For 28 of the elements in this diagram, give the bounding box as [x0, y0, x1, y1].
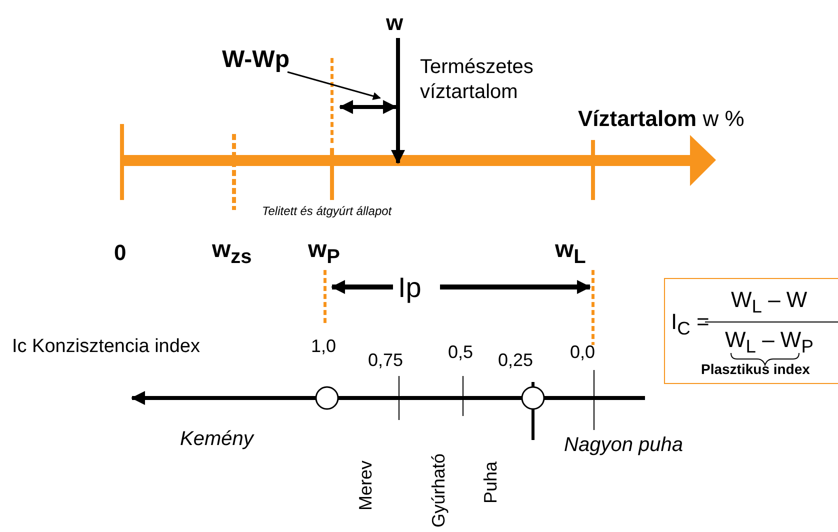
limit-label: w$_{L}$ [555, 236, 586, 269]
dimension-label: Ip [398, 272, 422, 304]
formula-denominator: W$_{L}$ – W$_{P}$ [725, 327, 814, 358]
axis-title: Ic Konzisztencia index [12, 336, 200, 358]
axis-value: 0 [114, 240, 126, 266]
tick-label: 0,0 [570, 342, 596, 363]
state-label: Merev [356, 460, 376, 510]
water-content-label: w [386, 10, 404, 36]
tick-label: 0,5 [448, 342, 474, 363]
tick-label: 0,25 [498, 350, 534, 371]
measure-label: W-Wp [222, 46, 290, 74]
axis-annotation: Természetes víztartalom [420, 55, 534, 105]
axis-title: Víztartalom w % [578, 106, 744, 132]
state-label: Gyúrható [428, 453, 450, 528]
formula-numerator: W$_{L}$ – W [731, 287, 808, 318]
tick-label: 0,75 [368, 350, 404, 371]
formula-box [664, 278, 838, 384]
limit-label: w$_{P}$ [308, 236, 340, 269]
state-label: Puha [480, 461, 502, 504]
formula-caption: Plasztikus index [701, 361, 810, 377]
state-label: Kemény [180, 428, 254, 451]
arrow [391, 38, 405, 164]
leader-line [287, 71, 381, 100]
tick-label: 1,0 [311, 336, 336, 357]
formula-symbol: I$_{C}$ = [671, 309, 710, 340]
state-label: Nagyon puha [564, 434, 683, 457]
limit-label: w$_{zs}$ [212, 236, 252, 269]
state-label: Telitett és átgyúrt állapot [262, 204, 392, 218]
